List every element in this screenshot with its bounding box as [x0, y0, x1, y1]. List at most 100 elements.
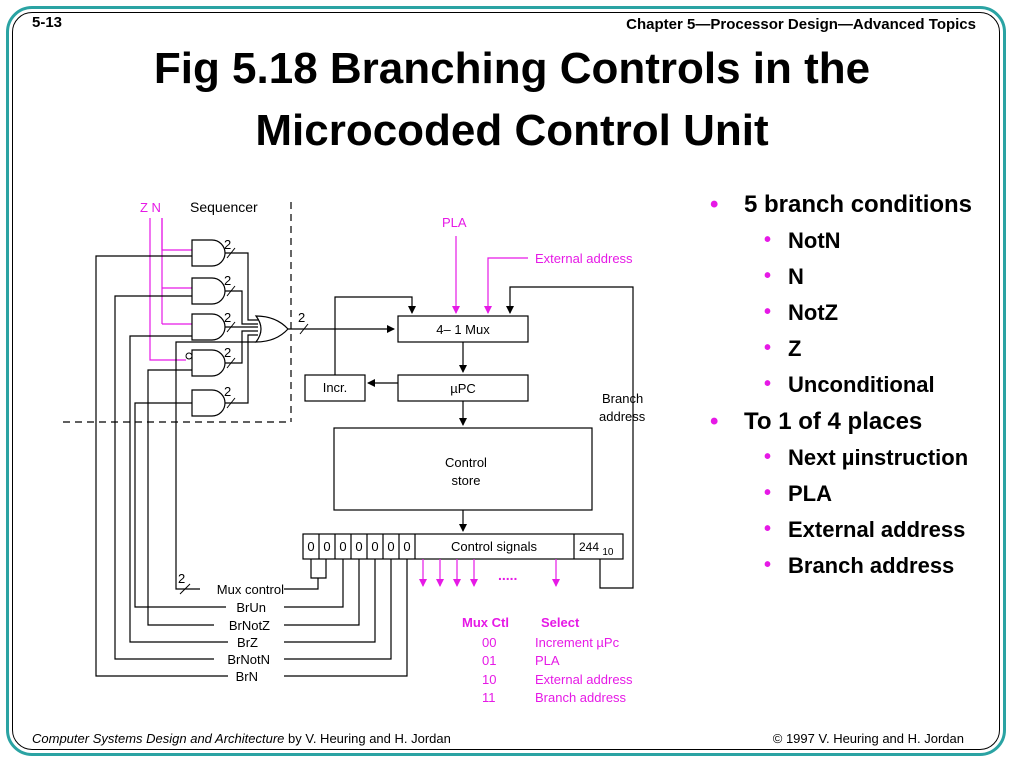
title-line-1: Fig 5.18 Branching Controls in the [153, 44, 871, 93]
mux-table-select-2: PLA [535, 653, 560, 668]
external-address-arrow [484, 257, 528, 314]
control-store-label-2: store [452, 473, 481, 488]
sub-bullet-unconditional: Unconditional [788, 372, 935, 397]
sub-bullet-external-address: External address [788, 517, 966, 542]
microword-bits: 0 0 0 0 0 0 0 [307, 539, 410, 554]
sub-bullet-pla: PLA [788, 481, 832, 506]
mux-table-select-3: External address [535, 672, 633, 687]
microword-register [302, 533, 624, 560]
control-line-brun: BrUn [236, 600, 266, 615]
or-bus-slash [299, 323, 309, 335]
upc-label: µPC [450, 381, 476, 396]
branch-address-bits-base: 10 [602, 547, 614, 558]
and-gate-3 [191, 313, 226, 341]
and-bus-slashes [226, 247, 236, 409]
microword-bit-2: 0 [323, 539, 330, 554]
sub-bullet: •NotN [764, 228, 841, 253]
mux-control-width: 2 [178, 571, 185, 586]
mux-table: Mux Ctl Select 00 Increment µPc 01 PLA 1… [462, 615, 633, 705]
slide-number: 5-13 [32, 14, 63, 31]
mux-table-select-1: Increment µPc [535, 635, 620, 650]
mux-table-select-4: Branch address [535, 690, 627, 705]
and-gates [191, 239, 226, 417]
control-signal-outputs [419, 559, 560, 587]
and-bus-width-3: 2 [224, 310, 231, 325]
sub-bullet: •Z [764, 336, 802, 361]
branch-address-feedback [506, 286, 634, 589]
sequencer-label: Sequencer [190, 199, 258, 215]
footer-book-title: Computer Systems Design and Architecture [32, 731, 285, 746]
control-line-brz: BrZ [237, 635, 258, 650]
sub-bullet: •External address [764, 517, 966, 542]
title-line-2: Microcoded Control Unit [255, 106, 769, 155]
microword-bit-1: 0 [307, 539, 314, 554]
and-gate-4 [191, 349, 226, 377]
control-line-brn: BrN [236, 669, 258, 684]
sub-bullet-next-instruction: Next µinstruction [788, 445, 969, 470]
slide-frame-inner [12, 12, 1000, 750]
sub-bullet: •Branch address [764, 553, 955, 578]
and-gate-2 [191, 277, 226, 305]
and-bus-width-1: 2 [224, 237, 231, 252]
incr-label: Incr. [323, 380, 348, 395]
and-bus-width-4: 2 [224, 345, 231, 360]
slide-title: Fig 5.18 Branching Controls in the Micro… [40, 38, 984, 162]
mux-table-code-1: 00 [482, 635, 496, 650]
footer-authors: by V. Heuring and H. Jordan [284, 731, 451, 746]
sub-bullet-notz: NotZ [788, 300, 839, 325]
footer-citation: Computer Systems Design and Architecture… [32, 731, 451, 746]
branch-address-label-1: Branch [602, 391, 643, 406]
upc-box [397, 374, 529, 402]
mux-label: 4– 1 Mux [436, 322, 490, 337]
sub-bullet-branch-address: Branch address [788, 553, 955, 578]
mux-table-header-ctl: Mux Ctl [462, 615, 509, 630]
bullet-branch-conditions-text: 5 branch conditions [744, 191, 973, 218]
microword-dividers [318, 534, 575, 559]
control-line-brnotz: BrNotZ [229, 618, 270, 633]
bullet-list: •5 branch conditions •NotN •N •NotZ •Z •… [710, 190, 1000, 588]
mux-table-header-select: Select [541, 615, 580, 630]
inverter-bubble [185, 352, 193, 360]
control-return-wires [95, 255, 256, 677]
external-address-label: External address [535, 251, 633, 266]
control-signal-ellipsis: ..... [498, 567, 517, 583]
control-signals-label: Control signals [451, 539, 537, 554]
control-line-labels: Mux control BrUn BrNotZ BrZ BrNotN BrN [217, 582, 284, 684]
microword-bit-7: 0 [403, 539, 410, 554]
and-bus-widths: 2 2 2 2 2 [224, 237, 231, 399]
zn-label: Z N [140, 200, 161, 215]
control-feedback-wires [284, 559, 408, 677]
incr-to-mux-feedback [334, 296, 416, 375]
sub-bullet: •Unconditional [764, 372, 935, 397]
microword-bit-4: 0 [355, 539, 362, 554]
and-to-or-wires [225, 252, 258, 404]
bullet-destinations-text: To 1 of 4 places [744, 408, 923, 435]
sub-bullet-n: N [788, 264, 804, 289]
bullet-destinations: •To 1 of 4 places [710, 408, 923, 435]
mux-table-code-2: 01 [482, 653, 496, 668]
branch-address-bits-value: 244 [579, 540, 599, 554]
and-bus-width-5: 2 [224, 384, 231, 399]
mux-box [397, 315, 529, 343]
chapter-heading: Chapter 5—Processor Design—Advanced Topi… [626, 16, 976, 33]
bullet-branch-conditions: •5 branch conditions [710, 191, 973, 218]
slide-frame-outer [6, 6, 1006, 756]
zn-input-lines [149, 218, 192, 361]
control-store-box [333, 427, 593, 511]
sub-bullet: •N [764, 264, 804, 289]
footer-copyright: © 1997 V. Heuring and H. Jordan [772, 731, 964, 746]
mux-table-code-4: 11 [482, 690, 496, 705]
and-bus-width-2: 2 [224, 273, 231, 288]
or-bus-width: 2 [298, 310, 305, 325]
branch-address-bits: 244 10 [579, 540, 614, 558]
sub-bullet: •PLA [764, 481, 832, 506]
sub-bullet-z: Z [788, 336, 802, 361]
microword-bit-5: 0 [371, 539, 378, 554]
mux-table-code-3: 10 [482, 672, 496, 687]
control-line-brnotn: BrNotN [227, 652, 270, 667]
microword-bit-6: 0 [387, 539, 394, 554]
sub-bullet-notn: NotN [788, 228, 841, 253]
branch-address-label-2: address [599, 409, 646, 424]
mux-control-slash [179, 583, 191, 595]
